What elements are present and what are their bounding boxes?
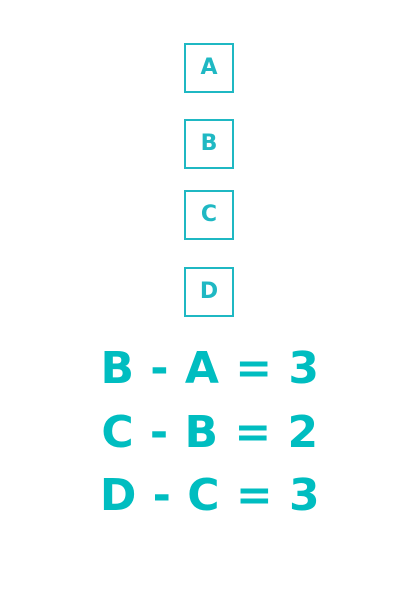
box-a-label: A bbox=[200, 55, 218, 80]
equation-b-minus-a: B - A = 3 bbox=[100, 343, 320, 394]
equation-d-minus-c: D - C = 3 bbox=[99, 470, 321, 521]
box-d: D bbox=[184, 267, 234, 317]
box-a: A bbox=[184, 43, 234, 93]
box-b: B bbox=[184, 119, 234, 169]
box-d-label: D bbox=[199, 279, 219, 304]
box-b-label: B bbox=[200, 131, 218, 156]
equation-c-minus-b: C - B = 2 bbox=[101, 407, 319, 458]
box-c-label: C bbox=[200, 202, 218, 227]
box-c: C bbox=[184, 190, 234, 240]
